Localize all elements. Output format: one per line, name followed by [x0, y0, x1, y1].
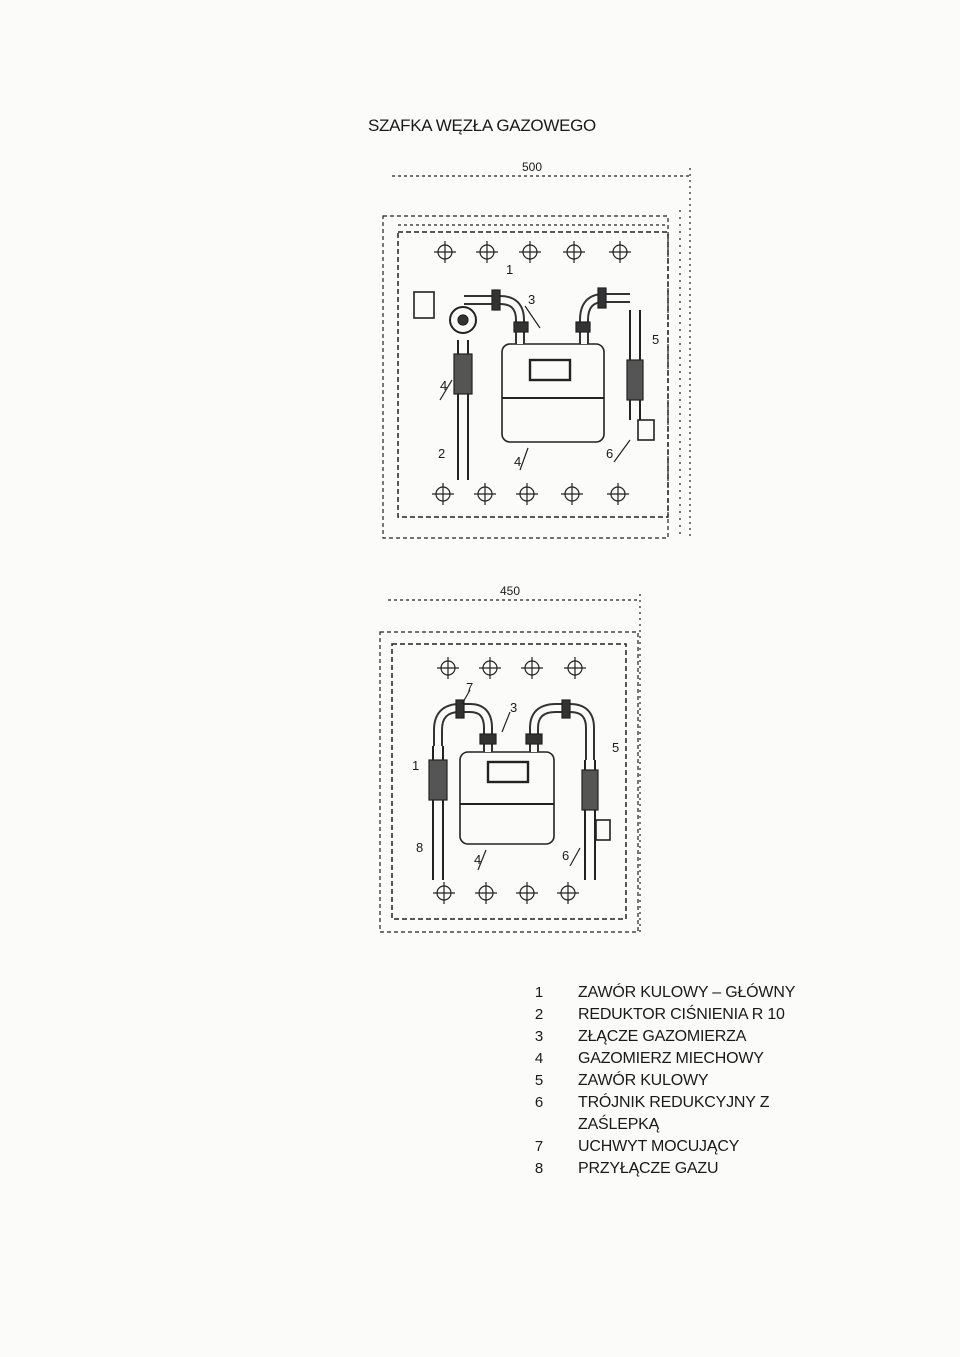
bottom-callout-3: 3 [510, 700, 518, 715]
legend-number: 7 [534, 1138, 544, 1155]
top-bolts-row-1 [434, 241, 631, 263]
legend-text: UCHWYT MOCUJĄCY [578, 1138, 740, 1155]
legend-number: 3 [534, 1028, 544, 1045]
top-cabinet-drawing [382, 168, 691, 540]
legend-number: 5 [534, 1072, 544, 1089]
bottom-callout-4: 4 [474, 852, 482, 867]
bottom-callout-1: 1 [412, 758, 420, 773]
legend-text: ZAŚLEPKĄ [578, 1116, 660, 1133]
page-title: SZAFKA WĘZŁA GAZOWEGO [368, 116, 596, 135]
legend-number: 4 [534, 1050, 544, 1067]
legend-text: PRZYŁĄCZE GAZU [578, 1160, 719, 1177]
bottom-bolts-row-1 [437, 657, 586, 679]
legend-text: GAZOMIERZ MIECHOWY [578, 1050, 764, 1067]
top-callout-4: 4 [514, 454, 522, 469]
legend-number: 1 [534, 984, 544, 1001]
bottom-callout-6: 6 [562, 848, 570, 863]
legend-number: 8 [534, 1160, 544, 1177]
bottom-callout-7: 7 [466, 680, 474, 695]
bottom-callout-8: 8 [416, 840, 424, 855]
top-callout-2: 2 [438, 446, 446, 461]
top-callout-3: 3 [528, 292, 536, 307]
top-callout-5: 5 [652, 332, 660, 347]
bottom-width-dimension: 450 [500, 584, 521, 598]
top-callout-4-left: 4 [440, 378, 448, 393]
bottom-callout-5: 5 [612, 740, 620, 755]
legend-number: 2 [534, 1006, 544, 1023]
legend-number: 6 [534, 1094, 544, 1111]
bottom-bolts-row-2 [433, 882, 579, 904]
top-bolts-row-2 [432, 483, 629, 505]
legend-text: ZAWÓR KULOWY – GŁÓWNY [578, 984, 796, 1001]
top-callout-6: 6 [606, 446, 614, 461]
top-callout-1: 1 [506, 262, 514, 277]
top-width-dimension: 500 [522, 160, 543, 174]
legend-text: REDUKTOR CIŚNIENIA R 10 [578, 1006, 785, 1023]
legend-text: ZŁĄCZE GAZOMIERZA [578, 1028, 747, 1045]
legend-text: TRÓJNIK REDUKCYJNY Z [578, 1094, 770, 1111]
bottom-cabinet-drawing [379, 594, 641, 933]
legend-text: ZAWÓR KULOWY [578, 1072, 709, 1089]
